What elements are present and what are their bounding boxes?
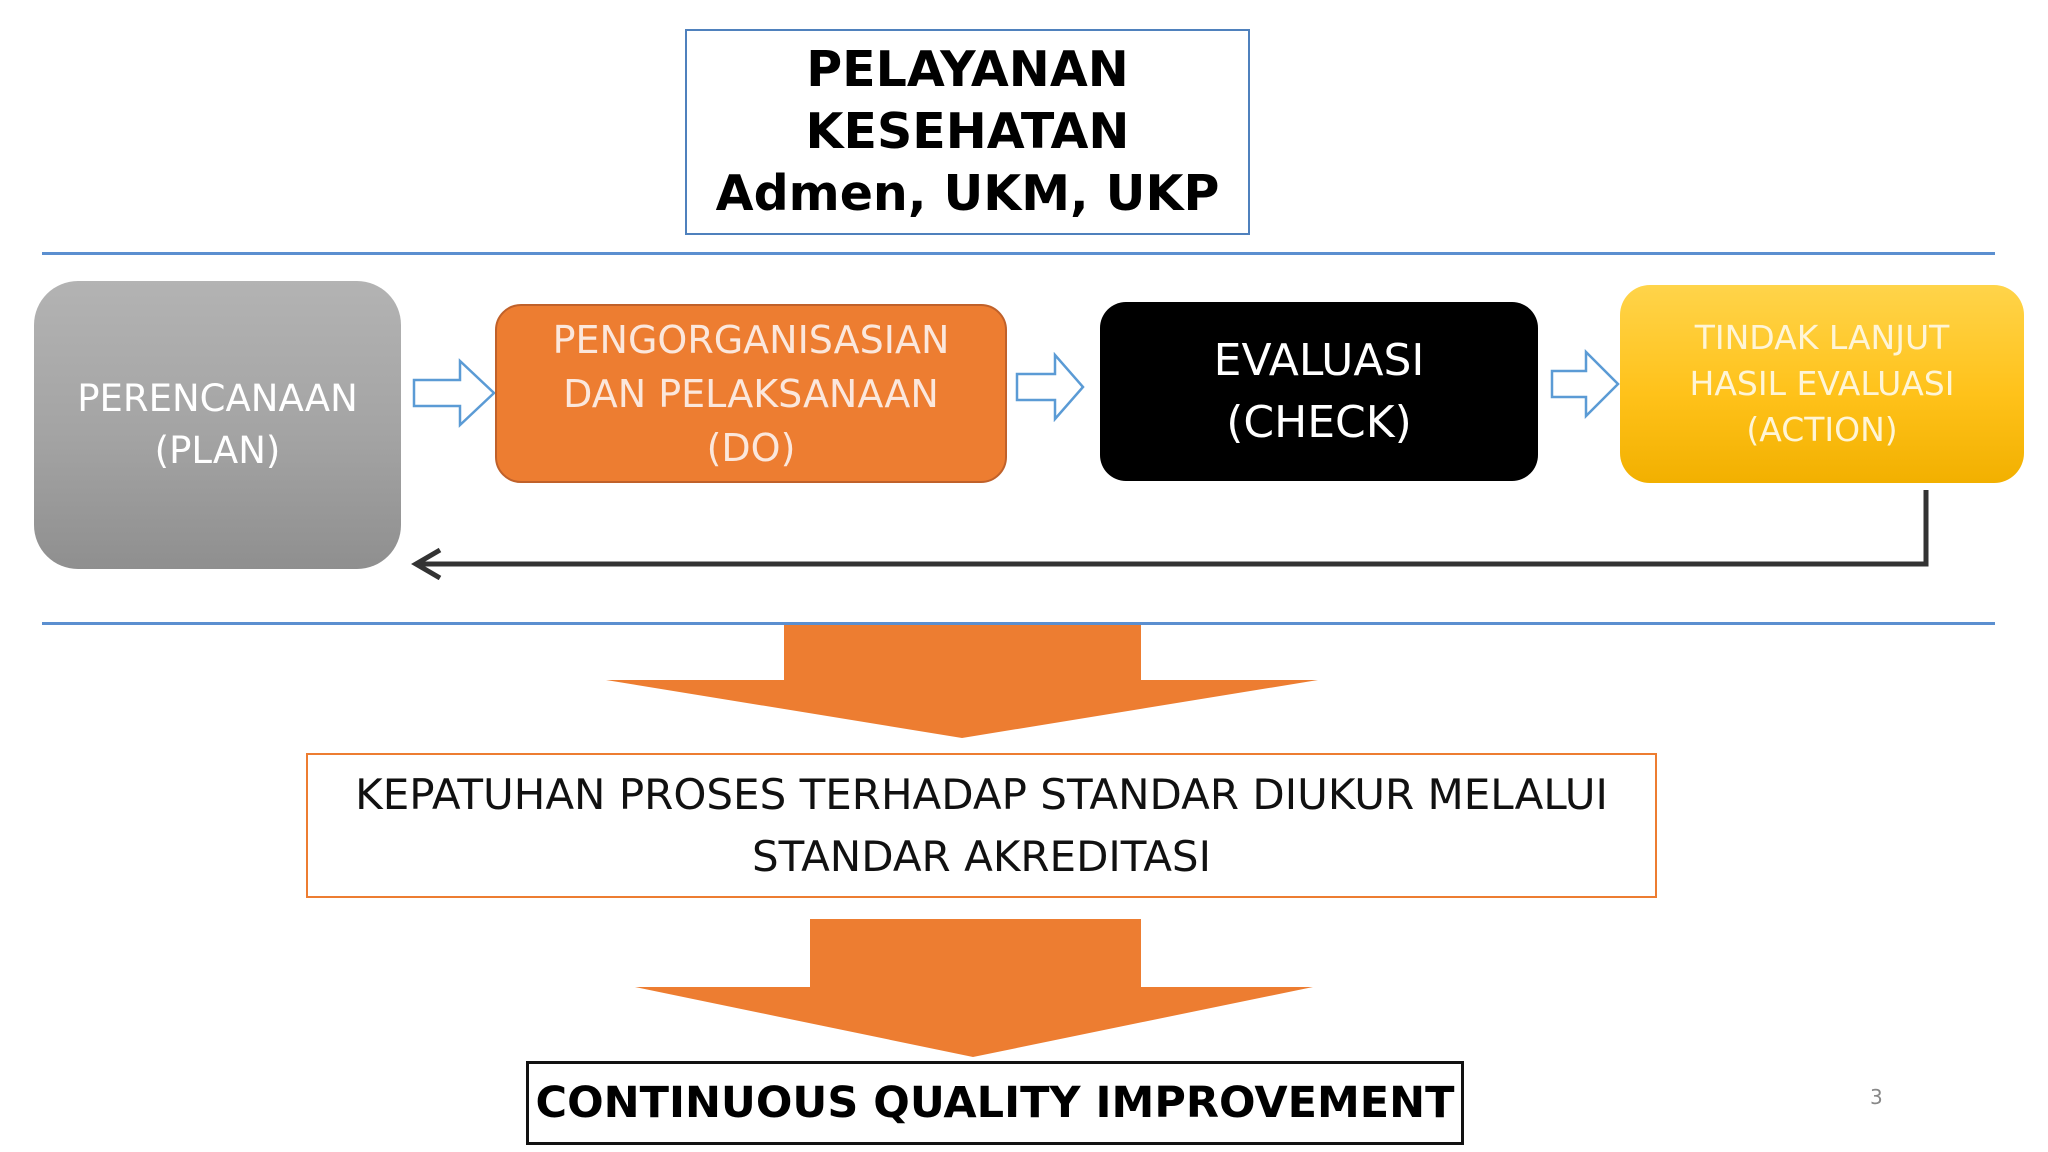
down-arrow-icon <box>635 919 1313 1057</box>
action-label-line-2: HASIL EVALUASI <box>1689 364 1955 403</box>
compliance-line-2: STANDAR AKREDITASI <box>752 831 1211 881</box>
check-sublabel: (CHECK) <box>1226 396 1412 448</box>
plan-label: PERENCANAAN <box>77 377 358 420</box>
result-label: CONTINUOUS QUALITY IMPROVEMENT <box>535 1078 1455 1128</box>
feedback-arrow-icon <box>411 490 1929 580</box>
down-arrow-icon <box>606 625 1318 738</box>
action-label-line-1: TINDAK LANJUT <box>1694 318 1950 357</box>
divider-bottom <box>42 622 1995 625</box>
do-label-line-2: DAN PELAKSANAAN <box>563 371 939 416</box>
do-label-line-1: PENGORGANISASIAN <box>552 317 950 362</box>
flow-arrow-icon <box>1015 352 1085 422</box>
result-box: CONTINUOUS QUALITY IMPROVEMENT <box>526 1061 1464 1145</box>
compliance-box: KEPATUHAN PROSES TERHADAP STANDAR DIUKUR… <box>306 753 1657 898</box>
check-label: EVALUASI <box>1213 334 1425 386</box>
action-sublabel: (ACTION) <box>1746 410 1898 449</box>
flow-arrow-icon <box>412 358 496 428</box>
title-box: PELAYANAN KESEHATAN Admen, UKM, UKP <box>685 29 1250 235</box>
slide-number: 3 <box>1870 1085 1883 1109</box>
title-line-1: PELAYANAN <box>806 41 1129 98</box>
divider-top <box>42 252 1995 255</box>
title-line-3: Admen, UKM, UKP <box>715 165 1220 222</box>
compliance-line-1: KEPATUHAN PROSES TERHADAP STANDAR DIUKUR… <box>355 769 1608 819</box>
do-sublabel: (DO) <box>706 425 796 470</box>
check-box: EVALUASI (CHECK) <box>1100 302 1538 481</box>
plan-sublabel: (PLAN) <box>154 429 281 472</box>
title-line-2: KESEHATAN <box>805 103 1130 160</box>
action-box: TINDAK LANJUT HASIL EVALUASI (ACTION) <box>1620 285 2024 483</box>
plan-box: PERENCANAAN (PLAN) <box>34 281 401 569</box>
do-box: PENGORGANISASIAN DAN PELAKSANAAN (DO) <box>495 304 1007 483</box>
flow-arrow-icon <box>1550 349 1620 419</box>
